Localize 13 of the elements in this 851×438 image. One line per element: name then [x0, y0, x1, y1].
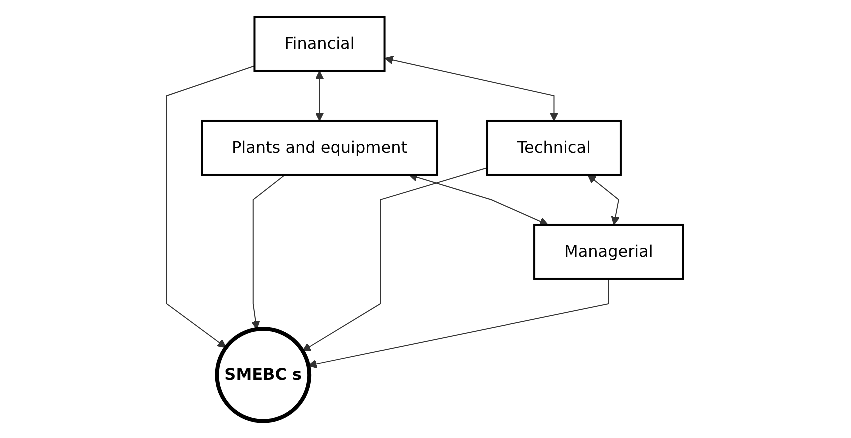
arrow	[385, 56, 559, 122]
arrow	[308, 278, 610, 368]
arrow	[588, 174, 620, 226]
node-box: Technical	[486, 120, 622, 176]
arrow	[409, 173, 549, 226]
node-circle: SMEBC s	[216, 326, 312, 424]
arrow	[252, 174, 286, 330]
node-box: Financial	[254, 16, 386, 72]
arrow	[166, 65, 256, 348]
arrow	[316, 70, 324, 122]
arrow	[302, 167, 488, 352]
node-box: Plants and equipment	[201, 120, 439, 176]
node-box: Managerial	[534, 224, 685, 280]
